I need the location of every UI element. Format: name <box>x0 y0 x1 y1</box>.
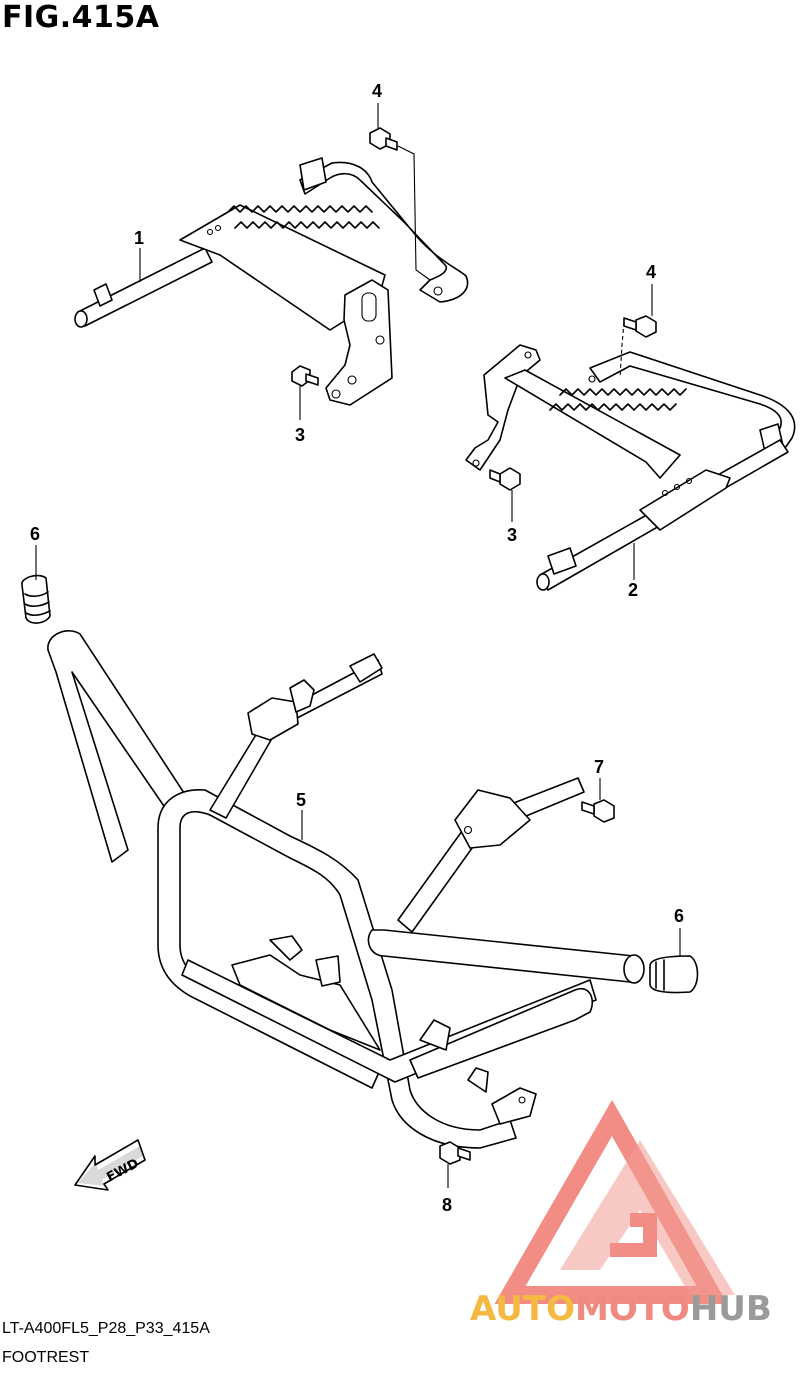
watermark-text: AUTOMOTOHUB <box>470 1289 772 1329</box>
callout-3-right: 3 <box>507 525 517 545</box>
plug-cap-right-icon <box>649 955 699 994</box>
callout-4-upper: 4 <box>372 81 382 101</box>
bolt-8-icon <box>439 1141 471 1165</box>
callout-8: 8 <box>442 1195 452 1215</box>
watermark-logo-icon <box>494 1099 735 1304</box>
bolt-4-right-icon <box>623 315 657 338</box>
watermark-part-auto: AUTO <box>470 1289 575 1329</box>
leader-4-right-axis <box>619 321 625 379</box>
bolt-7-icon <box>581 799 615 823</box>
bolt-3-right-icon <box>489 467 521 491</box>
callout-1: 1 <box>134 228 144 248</box>
fwd-arrow-icon: FWD <box>74 1139 146 1191</box>
watermark-part-moto: MOTO <box>574 1289 690 1329</box>
bolt-3-left-icon <box>291 365 319 387</box>
callout-5: 5 <box>296 790 306 810</box>
callout-2: 2 <box>628 580 638 600</box>
figure-caption: FOOTREST <box>2 1349 90 1366</box>
footrest-bracket-left <box>74 157 469 406</box>
plug-cap-left-icon <box>21 574 51 624</box>
leader-4-upper <box>397 145 431 281</box>
callout-6-left: 6 <box>30 524 40 544</box>
callout-7: 7 <box>594 757 604 777</box>
bolt-4-upper-icon <box>369 127 398 151</box>
callout-4-right: 4 <box>646 262 656 282</box>
figure-title: FIG.415A <box>2 0 160 35</box>
callout-6-right: 6 <box>674 906 684 926</box>
bumper-frame <box>47 630 645 1149</box>
callout-3-left: 3 <box>295 425 305 445</box>
footrest-bracket-right <box>465 344 796 591</box>
figure-code: LT-A400FL5_P28_P33_415A <box>2 1320 210 1337</box>
watermark-part-hub: HUB <box>689 1289 772 1329</box>
